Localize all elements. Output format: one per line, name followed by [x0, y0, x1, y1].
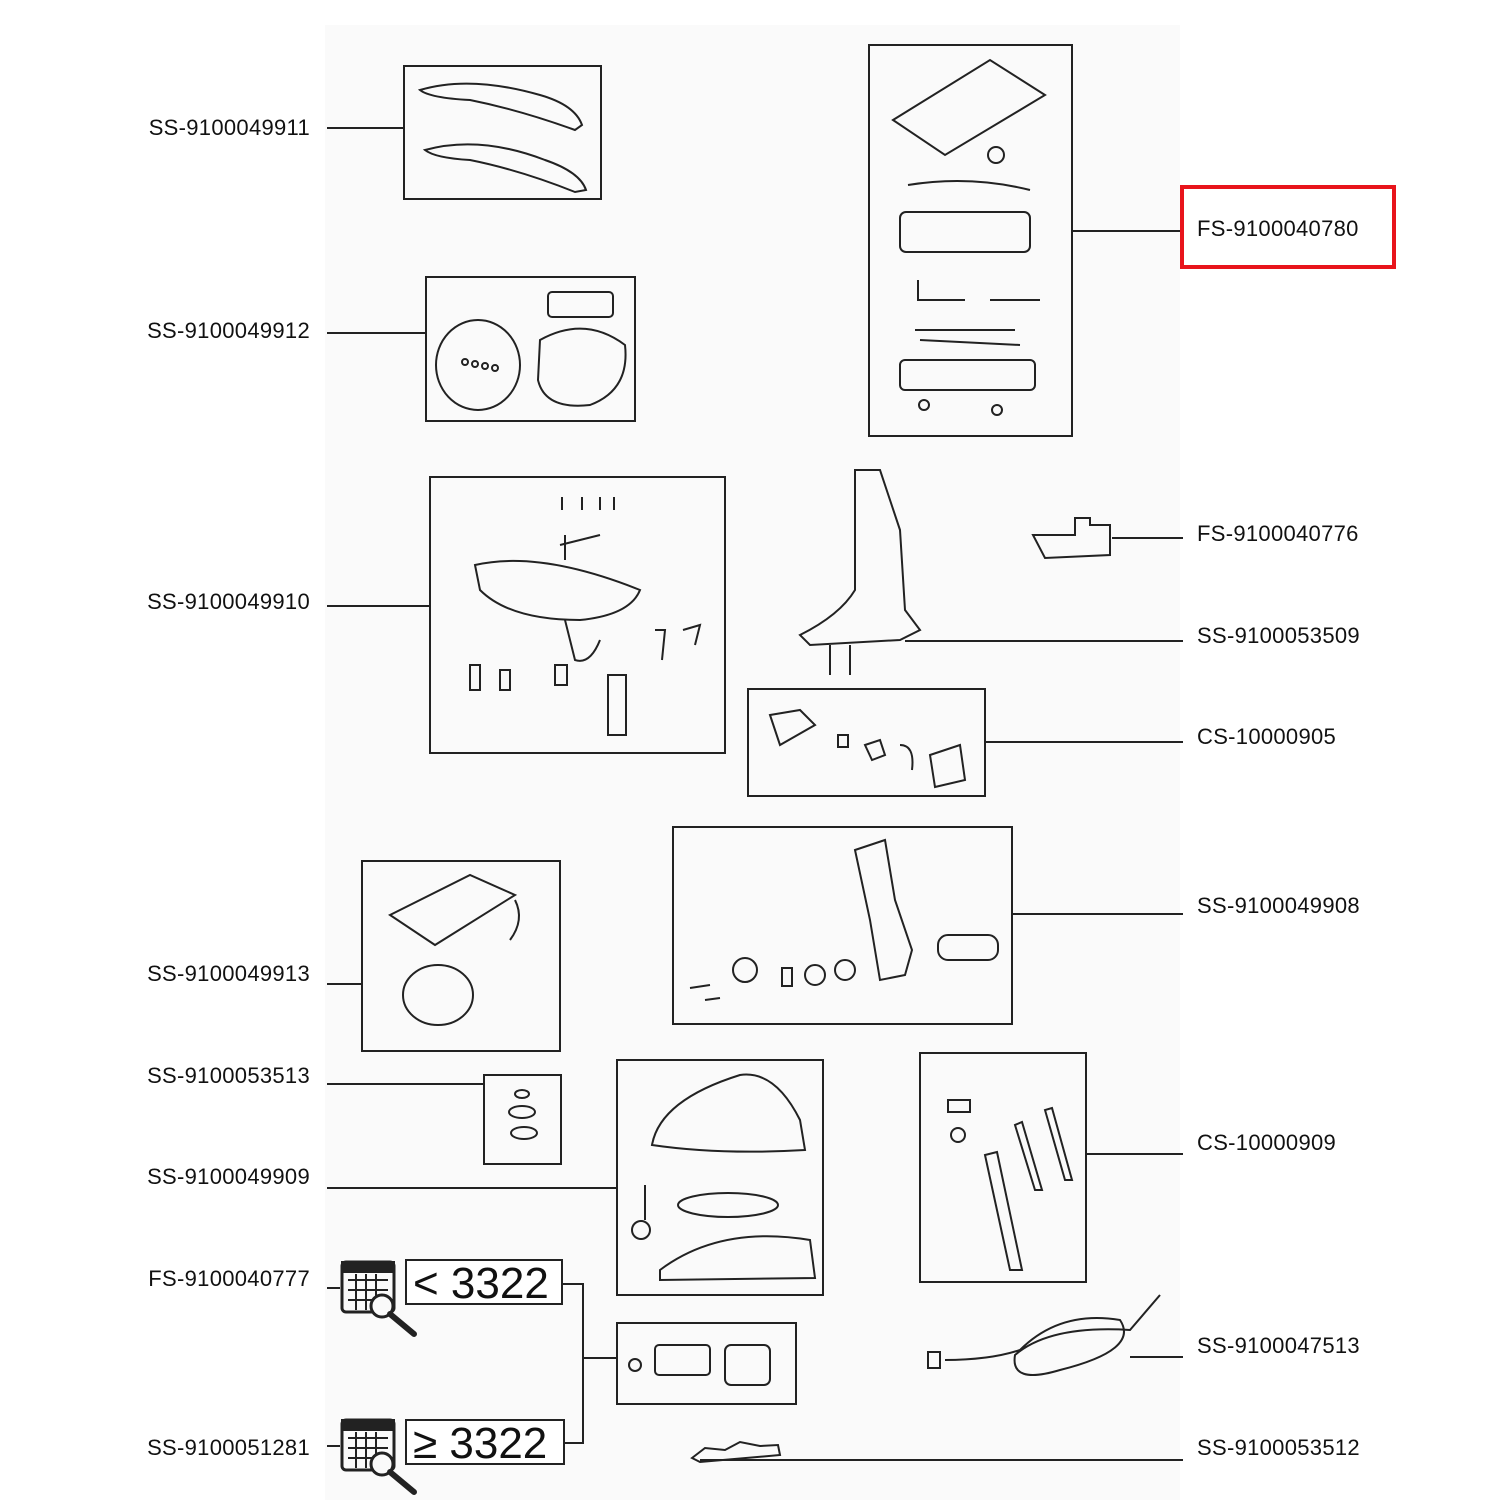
- clips-sketch: [690, 1440, 782, 1464]
- part-label: SS-9100049909: [147, 1164, 310, 1189]
- part-label: FS-9100040776: [1197, 521, 1359, 546]
- leader-lines: [327, 127, 1183, 1461]
- trigger-parts-sketch: [768, 708, 967, 789]
- diagram-background: [325, 25, 1180, 1500]
- part-label: SS-9100051281: [147, 1435, 310, 1460]
- switch-part-sketch: [1031, 517, 1111, 560]
- part-label: CS-10000909: [1197, 1130, 1337, 1155]
- calendar-magnifier-icon: [340, 1260, 417, 1337]
- part-boxes: [361, 44, 1087, 1405]
- board-cable-sketch: [388, 873, 520, 1026]
- part-label: CS-10000905: [1197, 724, 1337, 749]
- handle-shells-sketch: [417, 82, 588, 194]
- date-code-before-badge: < 3322: [405, 1259, 563, 1307]
- date-code-from-badge: ≥ 3322: [405, 1419, 565, 1467]
- handle-frame-sketch: [689, 838, 999, 1001]
- steam-stand-sketch: [798, 469, 922, 675]
- part-label: SS-9100053512: [1197, 1435, 1360, 1460]
- power-cord-sketch: [927, 1294, 1161, 1376]
- part-label: SS-9100047513: [1197, 1333, 1360, 1358]
- part-label: FS-9100040777: [148, 1266, 310, 1291]
- part-label: SS-9100049912: [147, 318, 310, 343]
- part-label: SS-9100053509: [1197, 623, 1360, 648]
- part-label-highlighted: FS-9100040780: [1197, 216, 1359, 241]
- calendar-magnifier-icon: [340, 1418, 417, 1495]
- part-label: SS-9100049911: [148, 115, 310, 140]
- small-buttons-sketch: [508, 1089, 538, 1140]
- part-label: SS-9100049908: [1197, 893, 1360, 918]
- highlighted-part-frame: [1180, 185, 1396, 269]
- body-parts-sketch: [469, 497, 702, 736]
- part-label: SS-9100049913: [147, 961, 310, 986]
- control-panel-sketch: [435, 291, 627, 411]
- part-label: SS-9100053513: [147, 1063, 310, 1088]
- tubes-sketch: [947, 1099, 1074, 1271]
- part-label: SS-9100049910: [147, 589, 310, 614]
- pump-parts-sketch: [628, 1344, 771, 1386]
- base-assembly-sketch: [631, 1073, 817, 1282]
- electronics-kit-sketch: [891, 58, 1047, 416]
